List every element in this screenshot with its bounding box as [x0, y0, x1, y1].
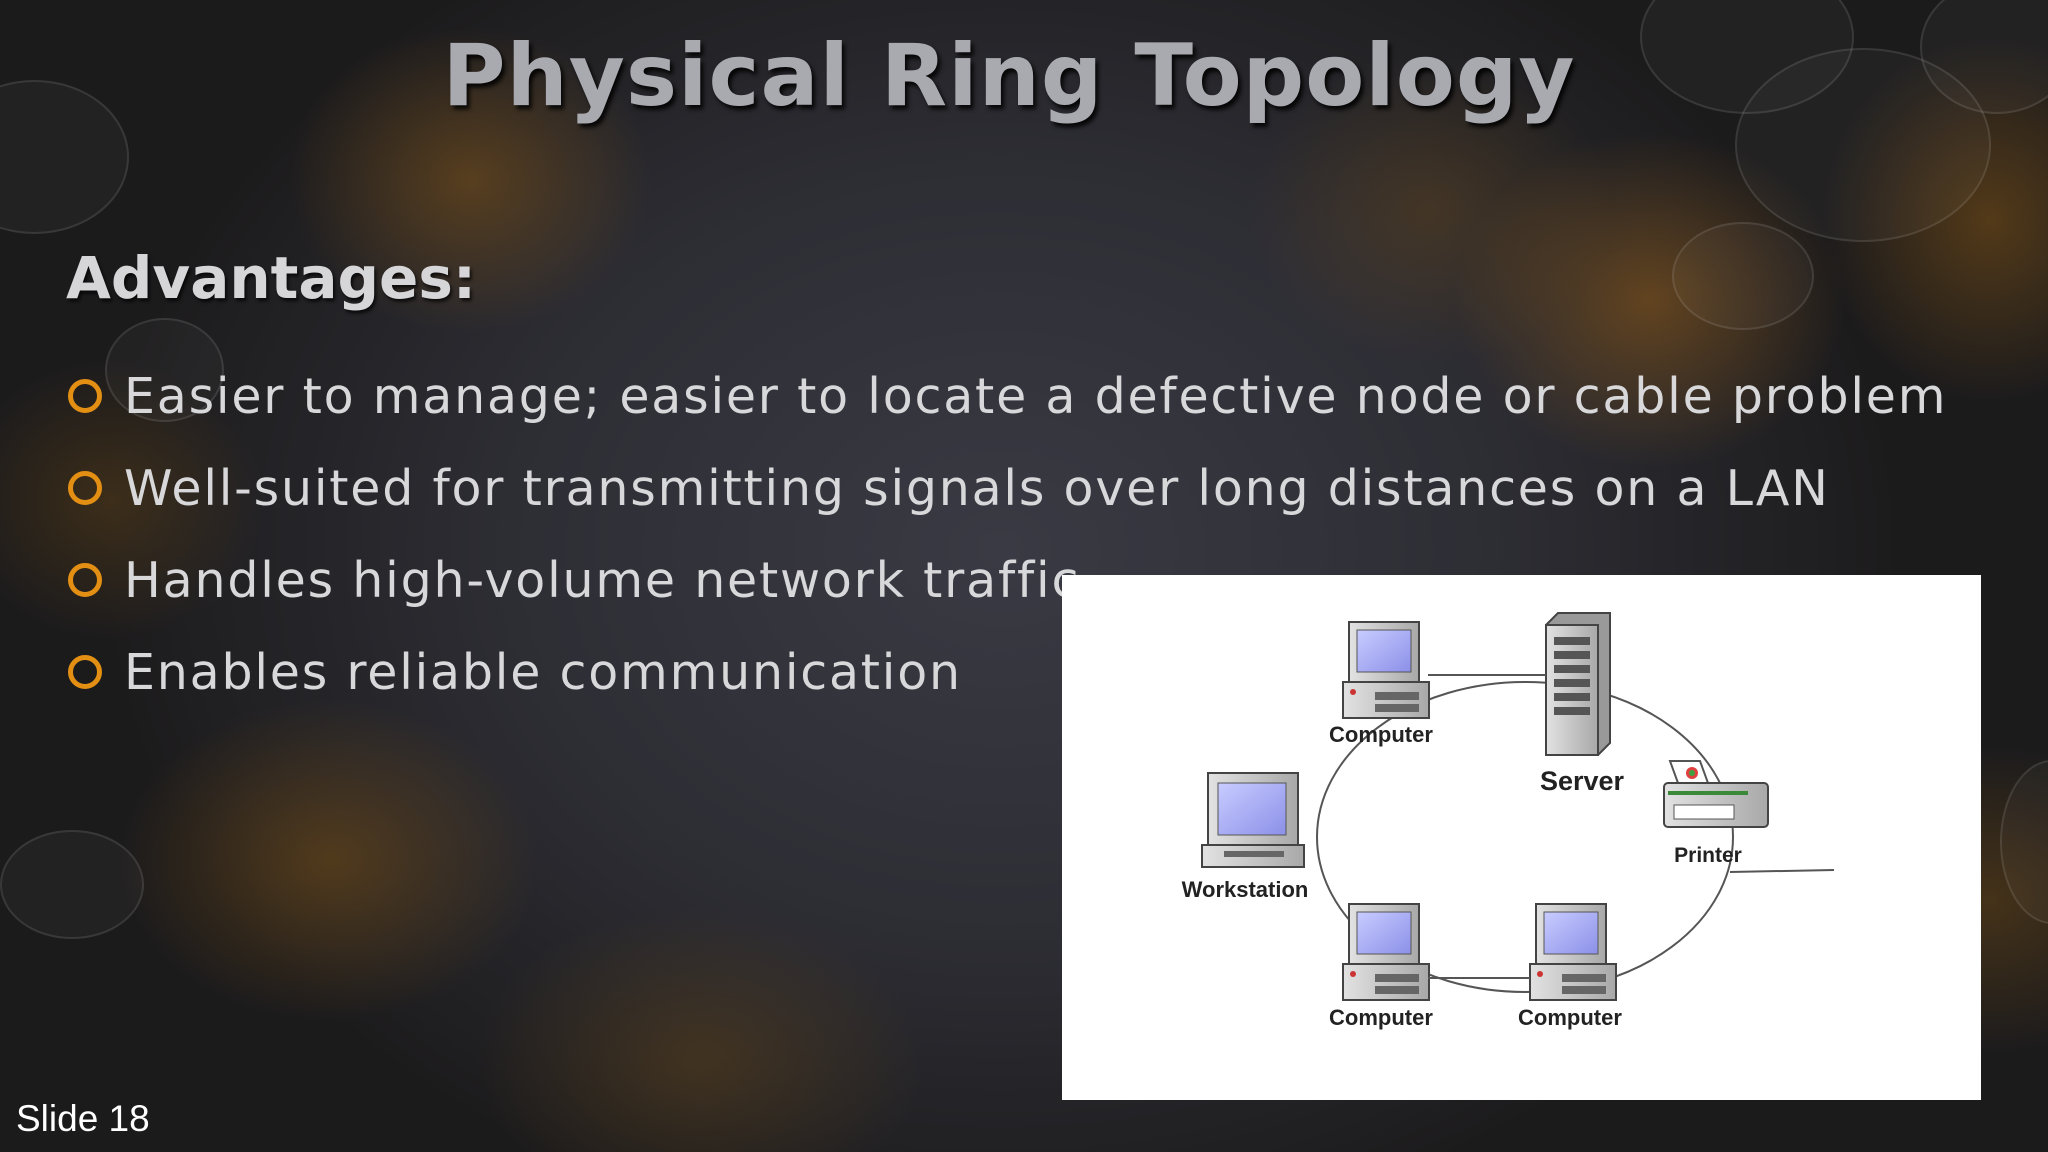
computer-top-icon — [1342, 621, 1430, 719]
bullet-text: Well-suited for transmitting signals ove… — [124, 459, 1830, 517]
bokeh-decoration — [105, 318, 224, 422]
computer-bottom-right-icon — [1529, 903, 1617, 1001]
bokeh-decoration — [2000, 760, 2048, 924]
server-label: Server — [1540, 766, 1625, 796]
computer-bottom-left-icon — [1342, 903, 1430, 1001]
server-icon — [1545, 612, 1611, 756]
slide-title: Physical Ring Topology — [442, 26, 1576, 126]
diagram-svg: Computer Server — [1182, 612, 1835, 1030]
list-item: Easier to manage; easier to locate a def… — [68, 350, 1947, 442]
bokeh-decoration — [0, 830, 144, 939]
bullet-text: Enables reliable communication — [124, 643, 962, 701]
bullet-ring-icon — [68, 471, 102, 505]
computer-bottom-left-label: Computer — [1329, 1005, 1433, 1030]
bokeh-decoration — [1920, 0, 2048, 114]
list-item: Well-suited for transmitting signals ove… — [68, 442, 1947, 534]
advantages-heading: Advantages: — [66, 244, 477, 312]
ring-topology-diagram: Computer Server — [1062, 575, 1981, 1100]
ring-cable-tail — [1729, 869, 1835, 873]
workstation-label: Workstation — [1182, 877, 1309, 902]
bullet-ring-icon — [68, 655, 102, 689]
computer-bottom-right-label: Computer — [1518, 1005, 1622, 1030]
bokeh-decoration — [1672, 222, 1814, 330]
bullet-ring-icon — [68, 563, 102, 597]
slide-number: Slide 18 — [16, 1098, 150, 1139]
advantages-list: Easier to manage; easier to locate a def… — [68, 350, 1947, 718]
ring-cable — [1316, 681, 1734, 993]
list-item: Enables reliable communication — [68, 626, 1947, 718]
bullet-text: Easier to manage; easier to locate a def… — [124, 367, 1948, 425]
workstation-icon — [1201, 772, 1305, 868]
computer-top-label: Computer — [1329, 722, 1433, 747]
bullet-ring-icon — [68, 379, 102, 413]
list-item: Handles high-volume network traffic — [68, 534, 1947, 626]
printer-icon — [1663, 760, 1769, 828]
bokeh-decoration — [1735, 48, 1991, 242]
printer-label: Printer — [1674, 844, 1742, 867]
bullet-text: Handles high-volume network traffic — [124, 551, 1081, 609]
